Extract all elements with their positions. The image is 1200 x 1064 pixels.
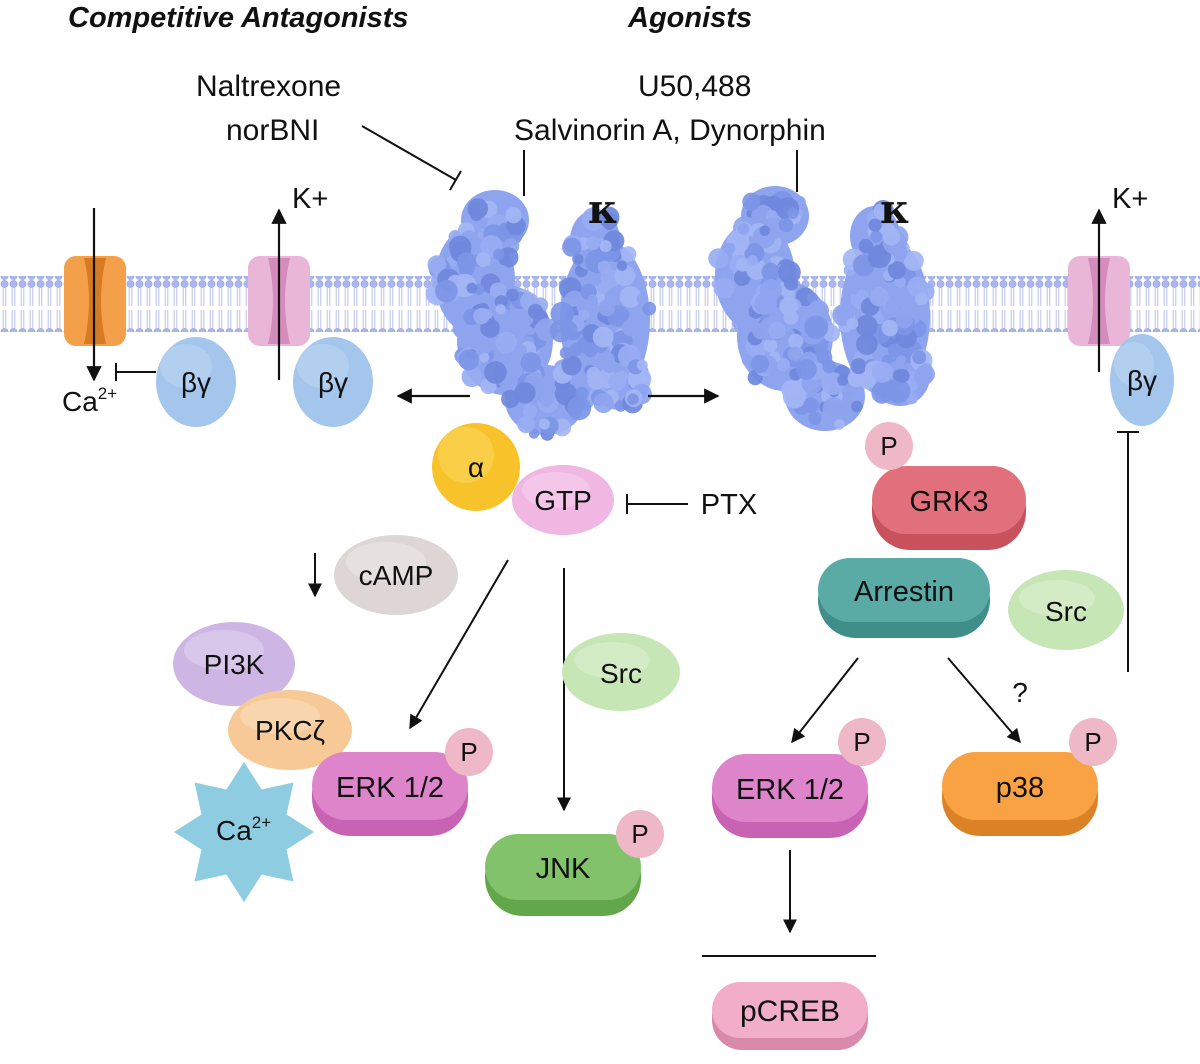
phospho-erk-left-shape <box>445 728 493 776</box>
phospho-jnk-shape <box>616 810 664 858</box>
gtp-label: GTP <box>534 485 592 516</box>
phospho-erk-left-label: P <box>460 737 477 767</box>
arrestin-to-p38-arrow <box>947 657 1021 744</box>
betagamma-center-label: βγ <box>318 367 348 398</box>
phospho-p38-shape <box>1069 718 1117 766</box>
phospho-erk-right-label: P <box>853 727 870 757</box>
calcium-star-label: Ca2+ <box>216 813 271 846</box>
kappa-label-left: κ <box>588 186 618 233</box>
ptx-label: PTX <box>701 489 757 521</box>
phospho-grk-label: P <box>880 431 897 461</box>
src-right-label: Src <box>1045 596 1087 627</box>
pi3k-label: PI3K <box>204 649 265 680</box>
kappa-label-right: κ <box>880 186 910 233</box>
phospho-erk-right-shape <box>838 718 886 766</box>
camp-label: cAMP <box>359 560 434 591</box>
inhibition-bar <box>449 170 462 191</box>
antagonists-header: Competitive Antagonists <box>68 2 409 34</box>
erk-right-label: ERK 1/2 <box>736 774 844 806</box>
potassium-label-left: K+ <box>292 183 328 215</box>
calcium-label: Ca2+ <box>62 384 117 417</box>
pcreb-label: pCREB <box>740 995 840 1028</box>
alpha-label: α <box>468 452 484 483</box>
potassium-label-right: K+ <box>1112 183 1148 215</box>
agonist-drug-u50488: U50,488 <box>638 70 752 103</box>
unknown-link-label: ? <box>1012 677 1028 708</box>
betagamma-right-label: βγ <box>1127 365 1157 396</box>
antagonist-drug-naltrexone: Naltrexone <box>196 70 342 103</box>
jnk-label: JNK <box>536 853 591 885</box>
antagonist-drug-norbni: norBNI <box>226 114 320 147</box>
agonists-header: Agonists <box>628 2 753 34</box>
phospho-grk-shape <box>865 422 913 470</box>
gprotein-to-erk-arrow <box>409 559 509 730</box>
pkc-label: PKCζ <box>255 715 325 746</box>
agonist-drug-salvinorin-dynorphin: Salvinorin A, Dynorphin <box>514 114 826 147</box>
erk-left-label: ERK 1/2 <box>336 772 444 804</box>
betagamma-left-label: βγ <box>181 367 211 398</box>
phospho-p38-label: P <box>1084 727 1101 757</box>
grk3-label: GRK3 <box>910 486 989 518</box>
src-center-label: Src <box>600 658 642 689</box>
p38-label: p38 <box>996 772 1044 804</box>
arrestin-label: Arrestin <box>854 576 954 608</box>
arrestin-to-erk-arrow <box>791 657 859 744</box>
phospho-circles <box>445 422 1117 858</box>
kappa-receptor-antagonist-bound <box>425 190 657 441</box>
intracellular-calcium-star <box>174 762 314 902</box>
antagonist-inhibition-line <box>361 125 457 181</box>
kappa-receptor-agonist-bound <box>708 186 935 431</box>
phospho-jnk-label: P <box>631 819 648 849</box>
